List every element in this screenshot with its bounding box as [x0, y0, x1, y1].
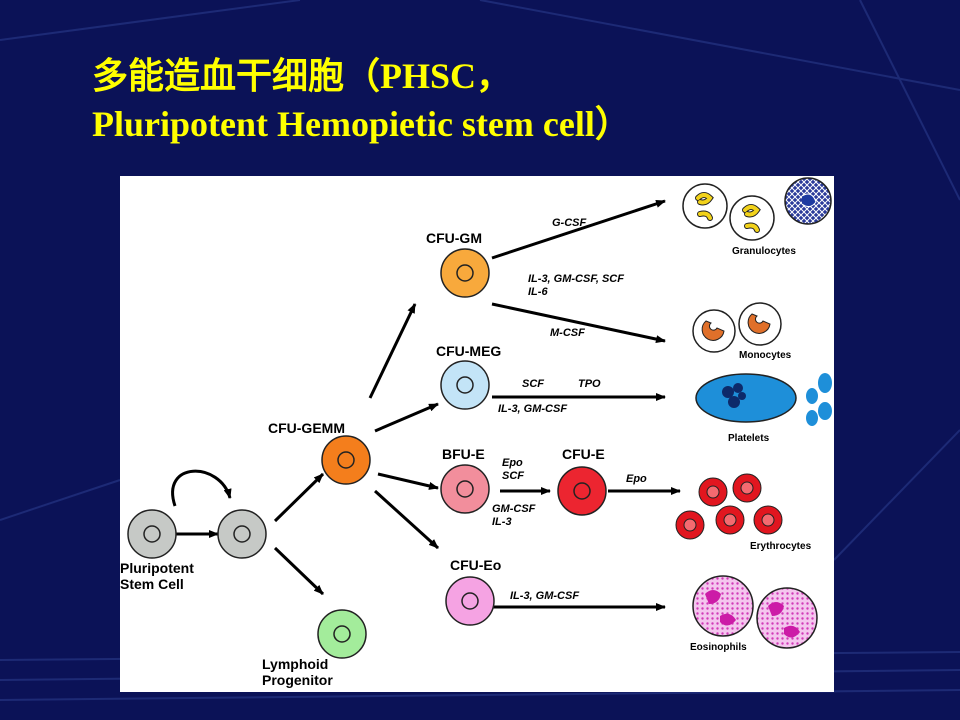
granulocyte-cells	[682, 177, 832, 241]
self-renewal-arrow	[171, 469, 232, 507]
label-granulocytes: Granulocytes	[732, 246, 796, 257]
factor-g-csf: G-CSF	[552, 217, 587, 229]
label-platelets: Platelets	[728, 433, 770, 444]
erythrocyte-cells	[675, 473, 783, 540]
arrow-to-lymphoid	[273, 546, 325, 596]
label-eosinophils: Eosinophils	[690, 642, 747, 653]
label-cfu-gm: CFU-GM	[426, 230, 482, 246]
progenitor-cells	[127, 248, 607, 659]
factor-meg-il3-gm-csf: IL-3, GM-CSF	[498, 403, 567, 415]
factor-epo: Epo	[626, 473, 647, 485]
cfu-gm-cell	[440, 248, 490, 298]
label-erythrocytes: Erythrocytes	[750, 541, 812, 552]
arrow-to-gemm	[273, 472, 325, 523]
platelet-cells	[695, 373, 832, 426]
factor-scf: SCF	[522, 378, 544, 390]
label-bfu-e: BFU-E	[442, 446, 485, 462]
title-line-2: Pluripotent Hemopietic stem cell）	[92, 104, 631, 144]
title-line-1: 多能造血干细胞（PHSC，	[92, 56, 513, 96]
arrow-gemm-to-bfu	[377, 472, 439, 490]
label-cfu-meg: CFU-MEG	[436, 343, 501, 359]
stem-cell-right	[217, 509, 267, 559]
eosinophil-cells	[692, 575, 818, 649]
cfu-eo-cell	[445, 576, 495, 626]
arrow-gemm-to-gm	[368, 303, 417, 399]
monocyte-cells	[692, 302, 782, 353]
label-cfu-eo: CFU-Eo	[450, 557, 501, 573]
stem-cell-left	[127, 509, 177, 559]
cfu-e-cell	[557, 466, 607, 516]
differentiation-arrows	[171, 199, 681, 611]
arrow-gm-to-monocytes	[491, 302, 666, 344]
lymphoid-cell	[317, 609, 367, 659]
factor-eo-il3-gm-csf: IL-3, GM-CSF	[510, 590, 579, 602]
arrow-gemm-to-eo	[373, 489, 440, 550]
factor-m-csf: M-CSF	[550, 327, 585, 339]
bfu-e-cell	[440, 464, 490, 514]
factor-tpo: TPO	[578, 378, 601, 390]
label-cfu-e: CFU-E	[562, 446, 605, 462]
cfu-gemm-cell	[321, 435, 371, 485]
label-monocytes: Monocytes	[739, 350, 792, 361]
arrow-gemm-to-meg	[374, 402, 439, 433]
slide-title: 多能造血干细胞（PHSC， Pluripotent Hemopietic ste…	[92, 52, 892, 148]
arrow-gm-to-granulocytes	[491, 199, 666, 260]
label-cfu-gemm: CFU-GEMM	[268, 420, 345, 436]
cfu-meg-cell	[440, 360, 490, 410]
